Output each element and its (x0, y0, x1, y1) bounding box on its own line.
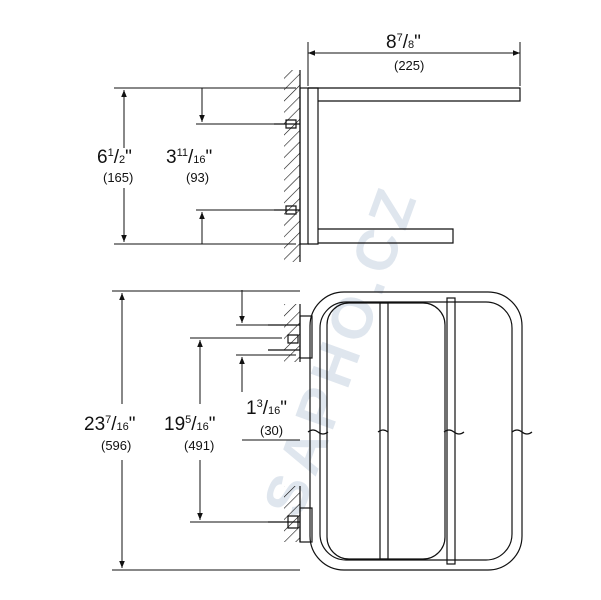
dim-height-top (114, 87, 296, 245)
wall-plate-front-1 (299, 315, 313, 359)
dim-height-top-mm: (165) (103, 170, 133, 185)
side-view (274, 70, 521, 262)
rod-2 (446, 297, 456, 565)
break-marks (307, 429, 533, 435)
dim-screw-top-mm: (93) (186, 170, 209, 185)
rack-inner-frame (319, 301, 513, 561)
wall-plate-front-2 (299, 507, 313, 543)
wall-hatch-top (284, 70, 300, 262)
wall-hatch-front-1 (284, 304, 300, 362)
dim-top-width-label: 87/8" (386, 32, 421, 53)
dim-length-total-label: 237/16" (84, 414, 136, 435)
dim-offset-mm: (30) (260, 423, 283, 438)
dim-top-width (307, 42, 521, 86)
front-view (268, 291, 533, 571)
dim-top-width-mm: (225) (394, 58, 424, 73)
dim-height-top-label: 61/2" (97, 147, 132, 168)
dim-screw-top-label: 311/16" (166, 147, 212, 168)
vertical-bracket (308, 87, 319, 245)
wall-hatch-front-2 (284, 486, 300, 542)
wall-plate-top (299, 87, 309, 245)
dim-offset-label: 13/16" (246, 398, 287, 419)
top-shelf-bar (308, 87, 521, 102)
dim-screw-bottom-mm: (491) (184, 438, 214, 453)
dim-screw-bottom-label: 195/16" (164, 414, 216, 435)
dim-length-total (112, 290, 300, 571)
dim-screw-top (196, 88, 280, 244)
screw-front-1 (268, 324, 300, 351)
dim-screw-bottom (190, 337, 282, 523)
bottom-shelf-bar (318, 228, 454, 244)
dim-length-total-mm: (596) (101, 438, 131, 453)
dim-offset (236, 290, 300, 441)
